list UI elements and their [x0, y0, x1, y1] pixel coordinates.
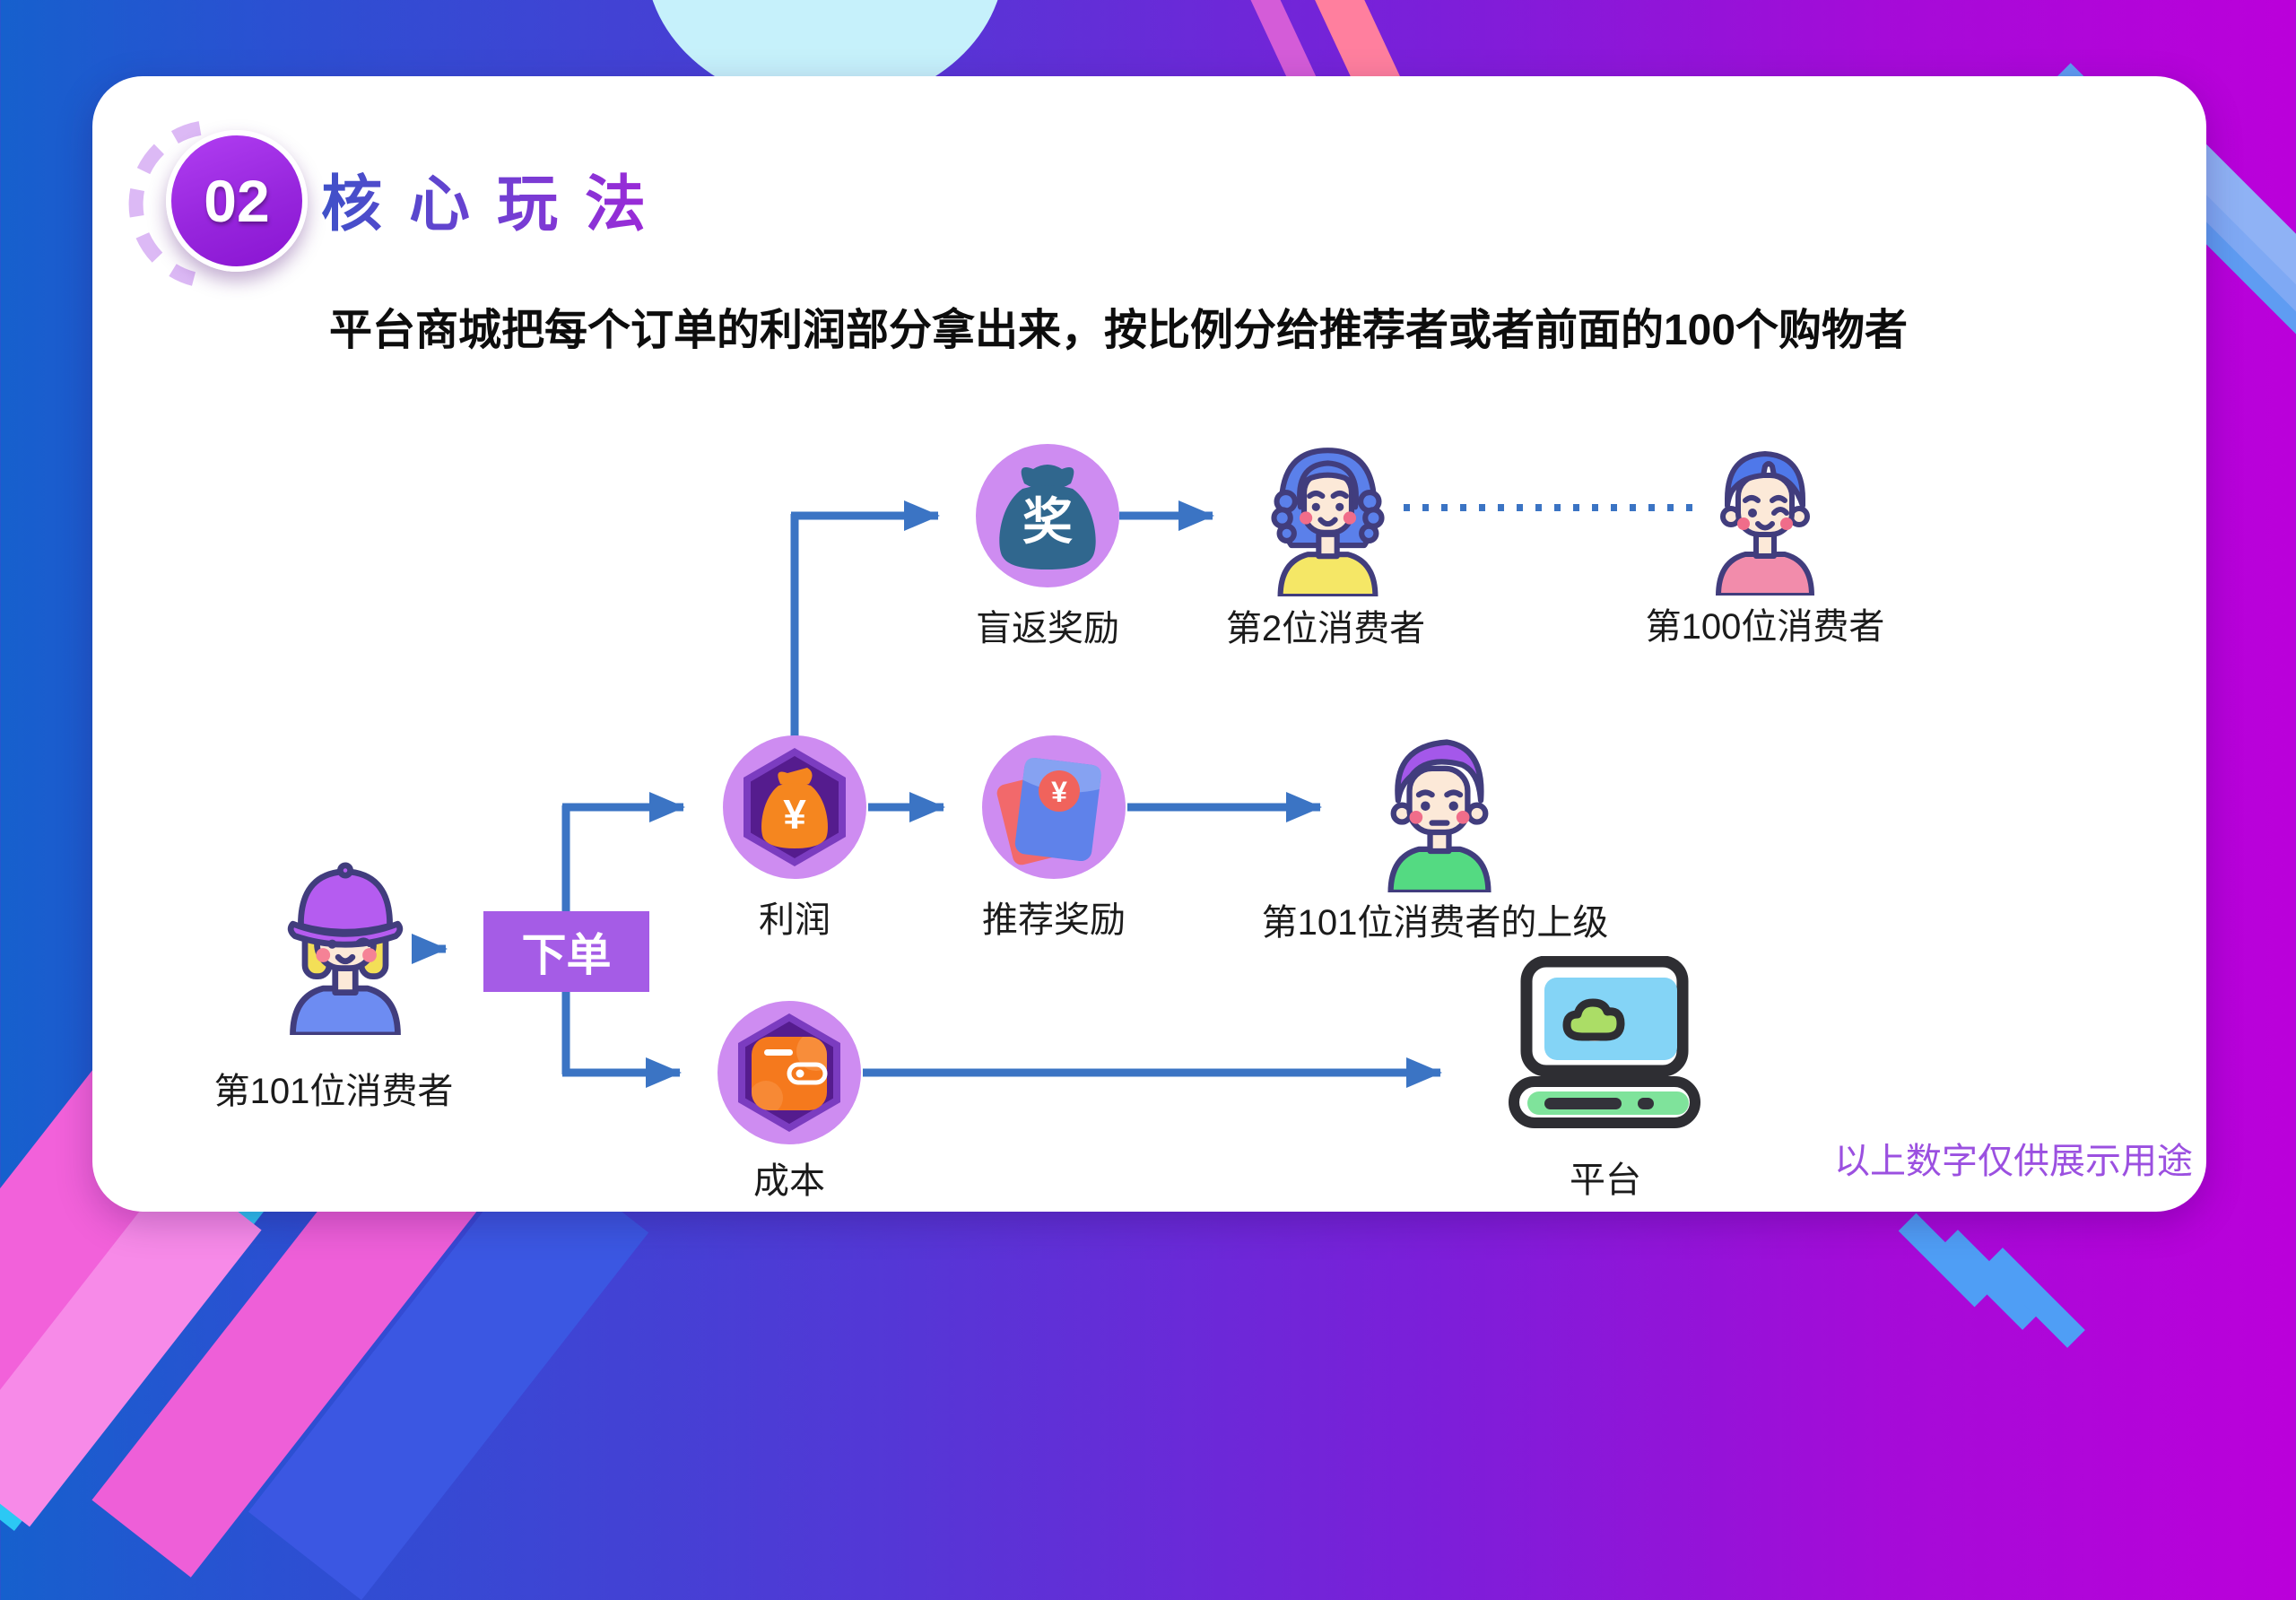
platform-laptop-icon: [1509, 956, 1700, 1128]
platform-label: 平台: [1570, 1161, 1641, 1200]
blind-reward-icon: 奖: [976, 444, 1119, 587]
subtitle: 平台商城把每个订单的利润部分拿出来，按比例分给推荐者或者前面的100个购物者: [328, 307, 1909, 354]
slide-card: [92, 76, 2206, 1212]
cost-label: 成本: [753, 1161, 825, 1201]
order-node: 下单: [483, 911, 649, 992]
profit-icon: ¥: [723, 735, 866, 879]
page-title: 核心玩法: [321, 154, 673, 243]
consumer-2-avatar: [1271, 448, 1385, 596]
blind-reward-symbol: 奖: [1022, 493, 1073, 550]
consumer-100-avatar: [1716, 451, 1814, 596]
referral-symbol: ¥: [1051, 776, 1067, 808]
referral-reward-label: 推荐奖励: [982, 900, 1126, 940]
consumer-101-label: 第101位消费者: [213, 1072, 454, 1111]
profit-label: 利润: [759, 900, 831, 940]
section-number: 02: [204, 168, 270, 234]
superior-label: 第101位消费者的上级: [1261, 903, 1609, 943]
consumer-101-avatar: [287, 862, 404, 1035]
flow-arrows: [412, 500, 1693, 1088]
profit-symbol: ¥: [783, 791, 806, 838]
referral-reward-icon: ¥: [982, 735, 1126, 879]
section-number-badge: 02: [166, 130, 308, 272]
cost-icon: [718, 1001, 861, 1144]
blind-reward-label: 盲返奖励: [976, 609, 1119, 648]
disclaimer-text: 以上数字仅供展示用途: [1834, 1142, 2193, 1181]
badge-dashed-arc-icon: [128, 121, 202, 286]
superior-avatar: [1387, 739, 1492, 892]
consumer-100-label: 第100位消费者: [1645, 607, 1885, 647]
consumer-2-label: 第2位消费者: [1225, 609, 1426, 648]
